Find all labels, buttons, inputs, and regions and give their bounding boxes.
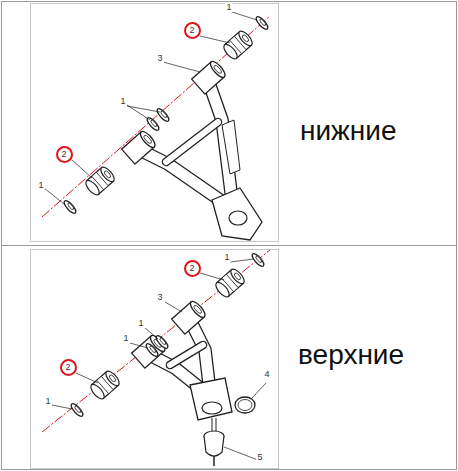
callout-number: 2 (61, 150, 66, 159)
leader-line (76, 373, 98, 383)
callout-number: 3 (156, 53, 163, 63)
leader-line (127, 106, 160, 112)
callout-number: 4 (263, 369, 270, 379)
retaining-ring (238, 400, 252, 411)
panel-frame (31, 250, 279, 469)
pivot-tube (132, 333, 168, 368)
bushing (84, 165, 117, 197)
washer (250, 252, 265, 268)
arm-leg (170, 345, 203, 365)
washer (155, 107, 170, 123)
arm-leg-outline (166, 122, 218, 162)
callout-number: 1 (122, 333, 129, 343)
leader-line (200, 36, 230, 43)
arm-leg (166, 122, 218, 162)
washer (69, 402, 84, 418)
ball-joint (204, 418, 224, 466)
leader-line (127, 105, 150, 120)
panel-title: нижние (300, 116, 397, 146)
ball-joint-mount (212, 188, 262, 240)
leader-line (44, 188, 64, 204)
washer (62, 199, 77, 215)
mount-hole (202, 402, 222, 414)
leader-line (165, 302, 182, 312)
mount-hole (229, 211, 247, 225)
panel-divider (1, 245, 457, 246)
leader-line (52, 405, 72, 409)
leader-line (145, 328, 158, 339)
circled-callout: 2 (60, 359, 77, 376)
washer (154, 334, 169, 350)
washer (254, 15, 269, 31)
callout-number: 1 (44, 396, 51, 406)
pivot-tube (192, 59, 228, 94)
callout-number: 1 (37, 180, 44, 190)
bushing (89, 369, 122, 401)
callout-number: 1 (119, 96, 126, 106)
circled-callout: 2 (184, 260, 201, 277)
arm-bracket (222, 120, 240, 174)
pivot-tube (122, 129, 158, 164)
leader-line (72, 160, 92, 178)
callout-number: 2 (189, 264, 194, 273)
callout-number: 1 (225, 2, 232, 12)
callout-number: 2 (65, 363, 70, 372)
panel-title: верхние (298, 340, 404, 370)
leader-line (163, 62, 200, 72)
arm-leg-outline (140, 150, 220, 200)
bushing (214, 267, 247, 299)
arm-leg (140, 150, 220, 200)
callout-number: 1 (137, 318, 144, 328)
bushing (222, 29, 255, 61)
leader-line (200, 273, 224, 280)
leader-line (224, 447, 258, 460)
circled-callout: 2 (184, 22, 201, 39)
leader-line (130, 343, 148, 348)
arm-leg-outline (170, 345, 203, 365)
leader-line (252, 383, 266, 398)
leader-line (230, 259, 254, 262)
callout-number: 3 (156, 292, 163, 302)
ball-joint-mount (190, 378, 232, 420)
pivot-axis (42, 250, 270, 432)
callout-number: 1 (223, 252, 230, 262)
leader-line (232, 12, 257, 20)
pivot-axis (42, 16, 270, 217)
retaining-ring (235, 397, 255, 413)
washer (144, 342, 159, 358)
callout-number: 5 (256, 452, 263, 462)
circled-callout: 2 (56, 146, 73, 163)
callout-number: 2 (189, 26, 194, 35)
pivot-tube (172, 299, 208, 334)
panel-frame (31, 4, 279, 242)
